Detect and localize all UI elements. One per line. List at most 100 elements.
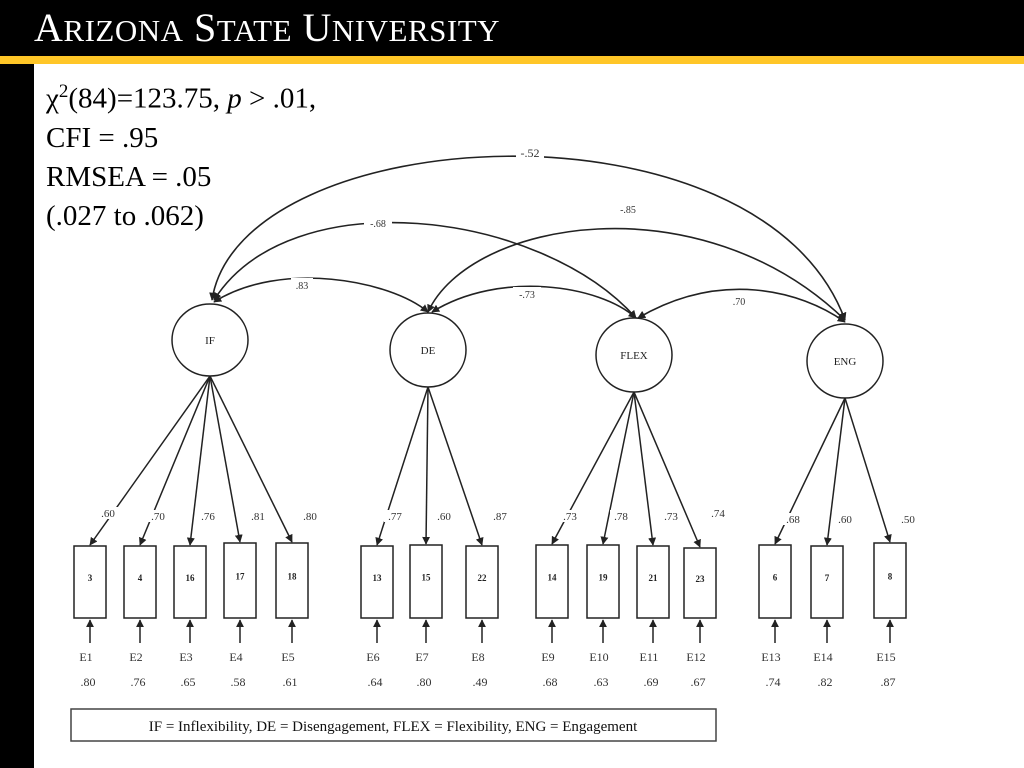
chi-square-line: χ2(84)=123.75, p > .01, [46,72,316,119]
legend: IF = Inflexibility, DE = Disengagement, … [70,708,717,742]
item-box [465,545,499,619]
error-value: .69 [644,675,659,689]
error-value: .63 [594,675,609,689]
item-label: 3 [88,573,93,583]
loading-label-bg [834,513,856,525]
loading-path [823,397,846,546]
error-label: E10 [589,650,608,664]
error-value: .64 [368,675,383,689]
error-label: E6 [366,650,379,664]
loading-value: .78 [614,511,628,523]
item-box [683,547,717,619]
correlation-arc [427,227,846,321]
loading-label-bg [147,510,169,522]
error-value: .61 [283,675,298,689]
error-value: .65 [181,675,196,689]
item-label: 21 [649,573,659,583]
loading-path [633,391,701,548]
loading-value: .60 [101,508,115,520]
error-label: E12 [686,650,705,664]
chi-value: (84)=123.75, [68,82,228,115]
loading-label-bg [97,507,119,519]
item-label: 15 [422,573,432,583]
loading-path [186,375,211,546]
chi-superscript: 2 [58,81,69,102]
header-bar: ARIZONA STATE UNIVERSITY [0,0,1024,56]
item-label: 17 [236,572,246,582]
correlation-label-bg [364,216,392,229]
correlation-arc [213,221,637,319]
factor-label: FLEX [620,350,648,362]
item-label: 19 [599,573,609,583]
error-value: .74 [766,675,781,689]
factor-circle [806,323,884,399]
item-box [275,542,309,619]
loading-path [633,391,657,546]
rmsea-line: RMSEA = .05 [46,160,212,193]
correlation-value: -.85 [620,205,636,216]
loading-path [427,386,484,546]
item-box [810,545,844,619]
loading-label-bg [433,510,455,522]
item-box [409,544,443,619]
error-value: .80 [417,675,432,689]
error-value: .82 [818,675,833,689]
loading-label-bg [660,510,682,522]
sem-path-diagram: -.52-.68-.85.83-.73.70 .60.70.76.81.80.7… [70,146,919,742]
correlation-label-bg [614,202,642,215]
item-label: 8 [888,572,893,582]
item-box [873,542,907,619]
loading-value: .70 [151,511,165,523]
correlation-label-bg [513,287,541,300]
loading-label-bg [897,513,919,525]
loading-label-bg [247,510,269,522]
loading-path [209,375,243,543]
error-label: E5 [281,650,294,664]
correlation-arc [637,288,846,323]
loading-value: .68 [786,514,800,526]
loading-value: .50 [901,514,915,526]
error-label: E13 [761,650,780,664]
loading-value: .80 [303,511,317,523]
error-label: E3 [179,650,192,664]
loading-value: .77 [388,511,402,523]
factor-circle [171,303,249,377]
item-box [123,545,157,619]
error-label: E2 [129,650,142,664]
loading-value: .73 [664,511,678,523]
item-box [758,544,792,619]
item-label: 18 [288,572,298,582]
loading-value: .73 [563,511,577,523]
loading-label-bg [559,510,581,522]
factor-label: DE [421,345,436,357]
error-value: .80 [81,675,96,689]
loading-value: .76 [201,511,215,523]
correlation-arc [213,277,429,313]
item-box [223,542,257,619]
item-label: 4 [138,573,143,583]
item-box [173,545,207,619]
item-label: 14 [548,573,558,583]
loading-value: .74 [711,508,725,520]
error-label: E7 [415,650,428,664]
item-label: 13 [373,573,383,583]
error-value: .68 [543,675,558,689]
correlation-value: -.73 [519,290,535,301]
item-label: 16 [186,573,196,583]
university-title: ARIZONA STATE UNIVERSITY [34,5,501,50]
error-value: .87 [881,675,896,689]
header-accent-stripe [0,56,1024,64]
left-margin-bar [0,64,34,768]
correlation-label-bg [728,294,750,307]
loading-label-bg [299,510,321,522]
error-label: E8 [471,650,484,664]
p-symbol: p [227,82,242,115]
loading-label-bg [707,507,729,519]
loading-label-bg [384,510,406,522]
loading-path [844,397,892,543]
error-label: E9 [541,650,554,664]
correlation-value: .70 [733,297,746,308]
p-value: > .01, [241,82,317,115]
correlation-arcs: -.52-.68-.85.83-.73.70 [209,146,847,323]
loading-value: .60 [838,514,852,526]
